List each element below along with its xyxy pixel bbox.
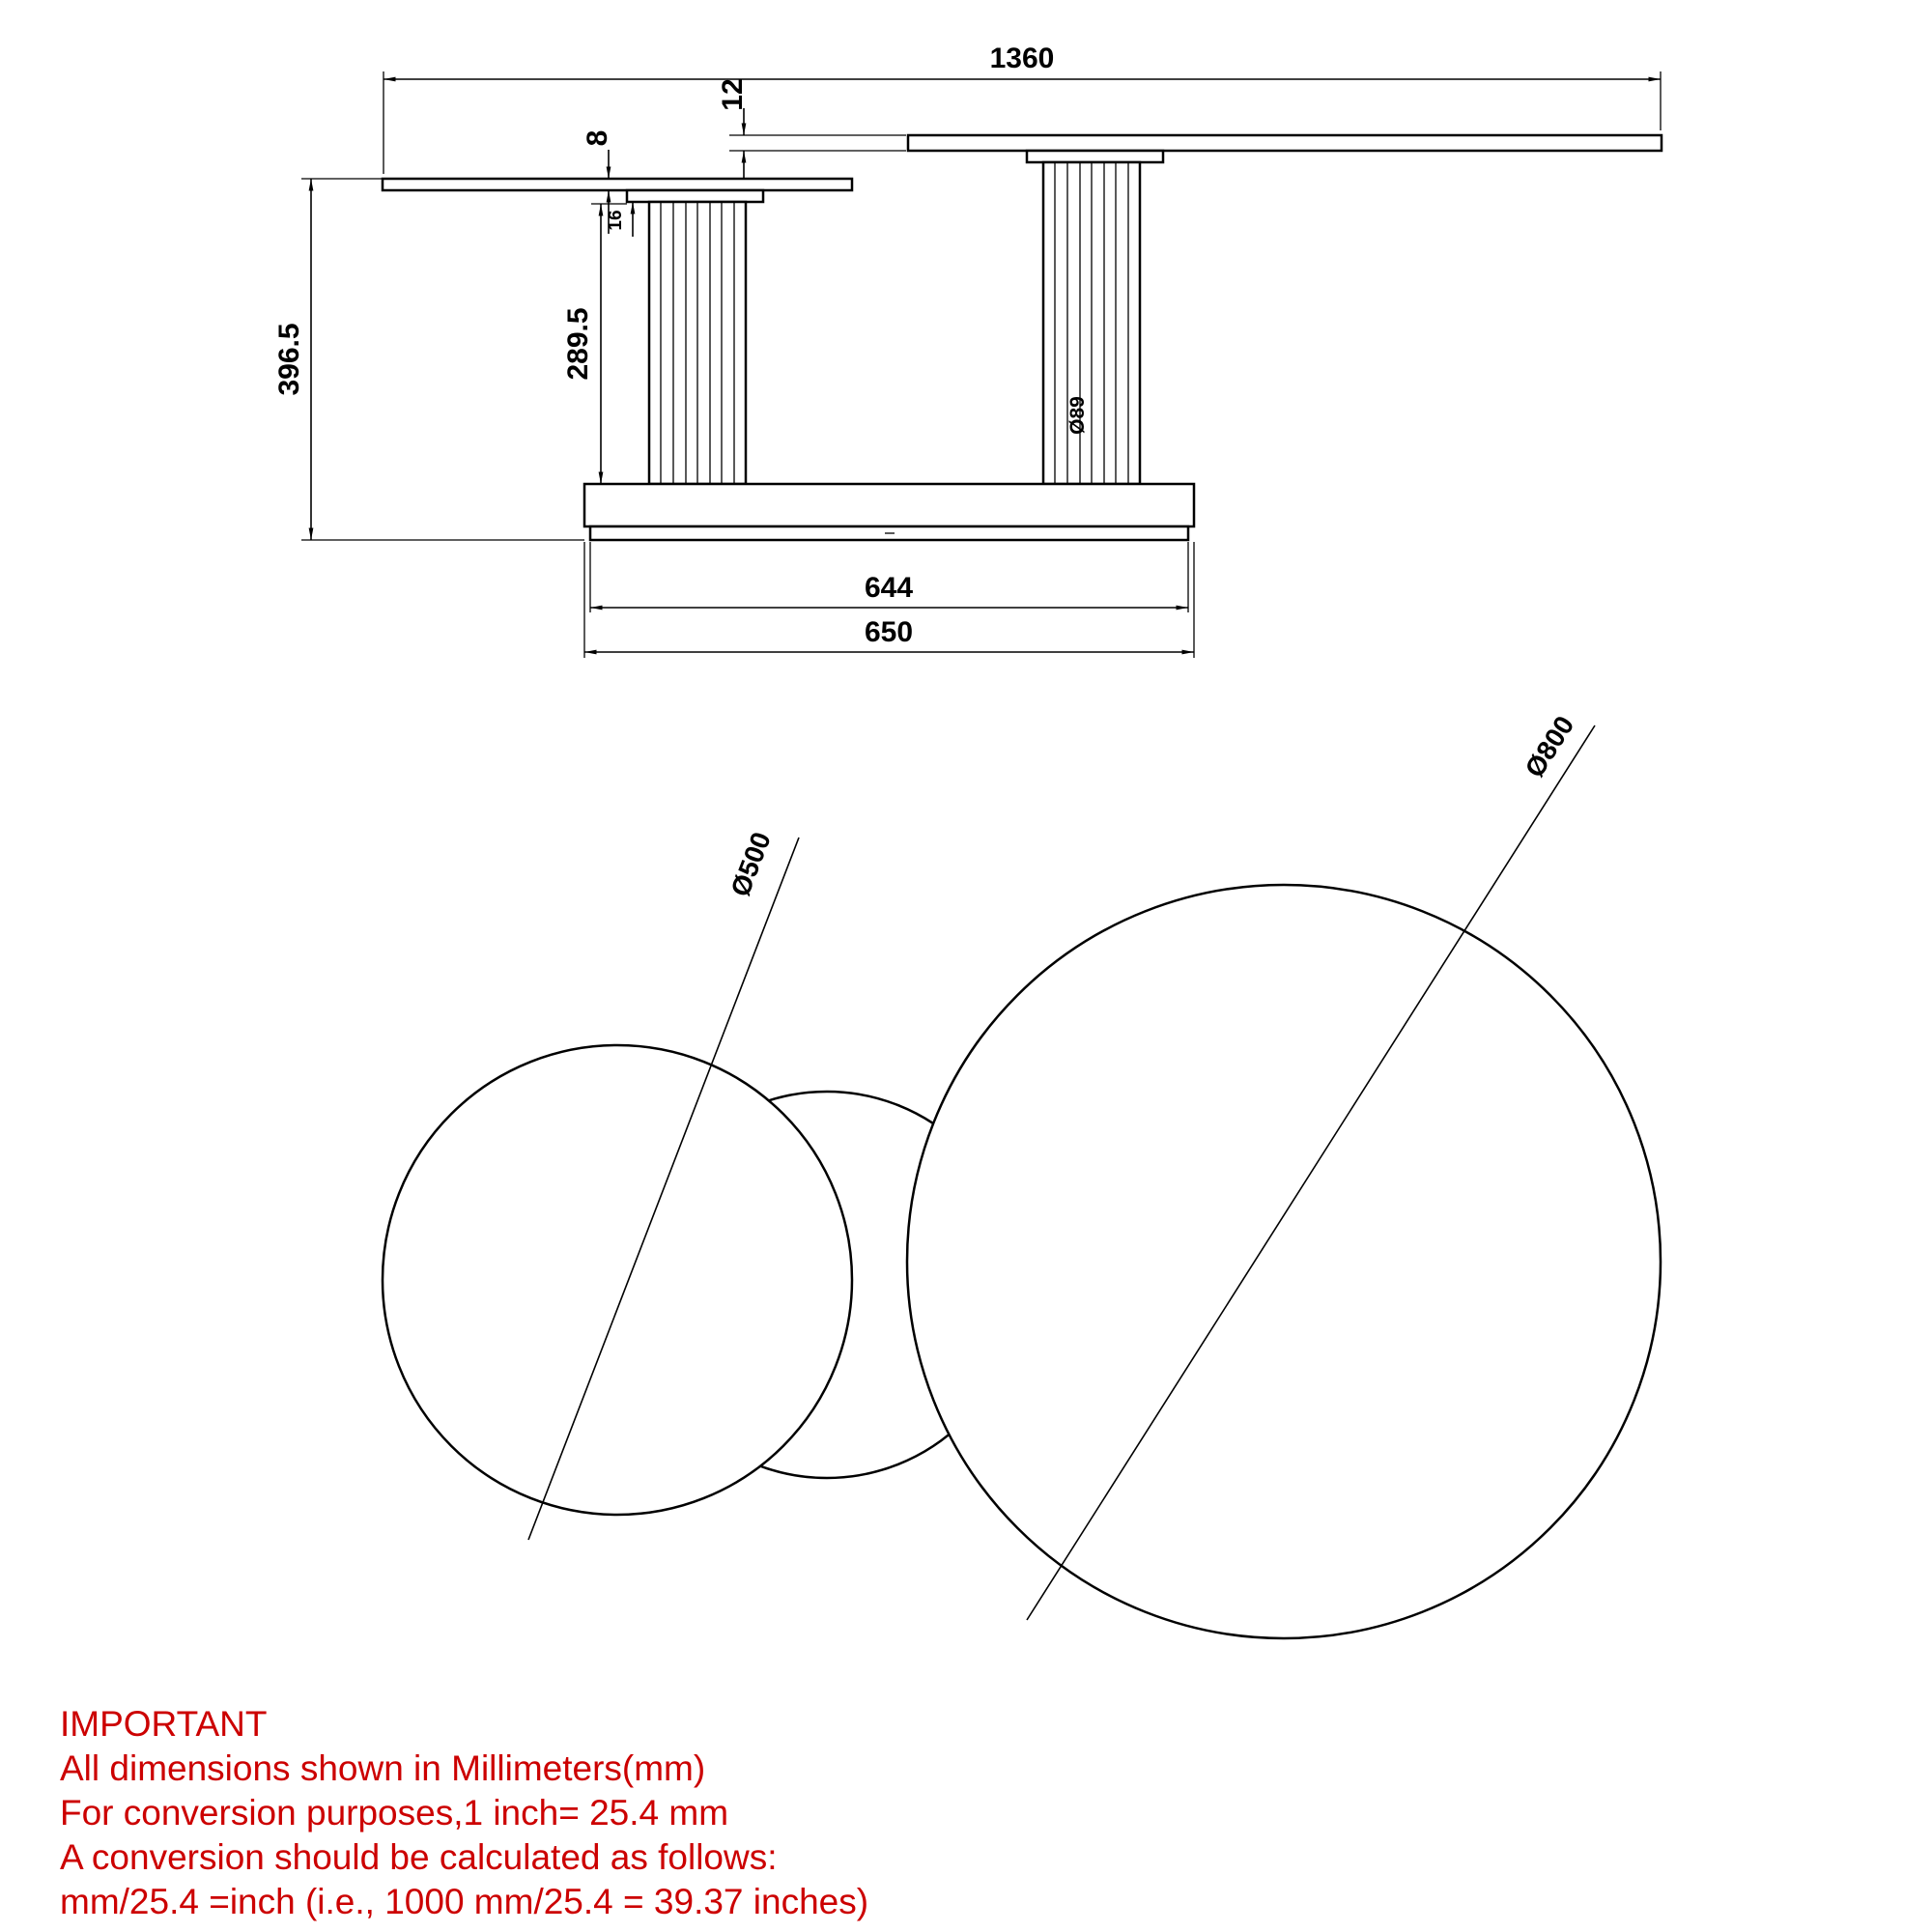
small-table-collar	[625, 188, 765, 204]
dim-base-width-inner: 644	[589, 542, 1189, 612]
dim-small-top-thickness: 8	[582, 130, 613, 234]
dim-column-height-label: 289.5	[562, 307, 594, 380]
important-note-title: IMPORTANT	[60, 1704, 268, 1744]
dim-base-width-outer: 650	[583, 542, 1195, 658]
dim-base-width-outer-label: 650	[865, 616, 913, 648]
large-top-circle	[905, 883, 1662, 1640]
dim-large-top-thickness: 12	[717, 78, 906, 180]
small-table-top	[381, 177, 854, 192]
important-note-line: A conversion should be calculated as fol…	[60, 1837, 778, 1877]
dim-small-top-thickness-label: 8	[582, 130, 613, 147]
elevation-view: 1360 12 8 16 396.5	[273, 43, 1663, 658]
large-table-top	[906, 133, 1663, 153]
dim-overall-width-label: 1360	[990, 43, 1055, 74]
important-note: IMPORTANT All dimensions shown in Millim…	[60, 1702, 1219, 1924]
important-note-line: All dimensions shown in Millimeters(mm)	[60, 1748, 706, 1788]
small-table-column	[647, 200, 748, 486]
dim-base-width-inner-label: 644	[865, 572, 913, 604]
important-note-line: mm/25.4 =inch (i.e., 1000 mm/25.4 = 39.3…	[60, 1882, 869, 1921]
important-note-line: For conversion purposes,1 inch= 25.4 mm	[60, 1793, 729, 1833]
table-base	[582, 482, 1196, 528]
dim-overall-height-label: 396.5	[273, 323, 305, 395]
dim-column-height: 289.5	[562, 203, 627, 484]
dim-overall-width: 1360	[383, 43, 1662, 174]
large-table-collar	[1025, 149, 1165, 164]
dim-column-diameter-label: Ø89	[1066, 396, 1089, 435]
dim-large-top-diameter-label: Ø800	[1520, 711, 1580, 782]
dim-small-top-diameter-label: Ø500	[724, 828, 776, 900]
small-top-circle	[381, 1043, 854, 1517]
plan-view: Ø500 Ø800	[381, 711, 1662, 1640]
dim-collar-thickness: 16	[606, 202, 636, 237]
dim-large-top-thickness-label: 12	[717, 78, 749, 110]
dim-overall-height: 396.5	[273, 178, 584, 541]
large-table-column	[1041, 160, 1142, 486]
dim-collar-thickness-label: 16	[606, 210, 626, 230]
